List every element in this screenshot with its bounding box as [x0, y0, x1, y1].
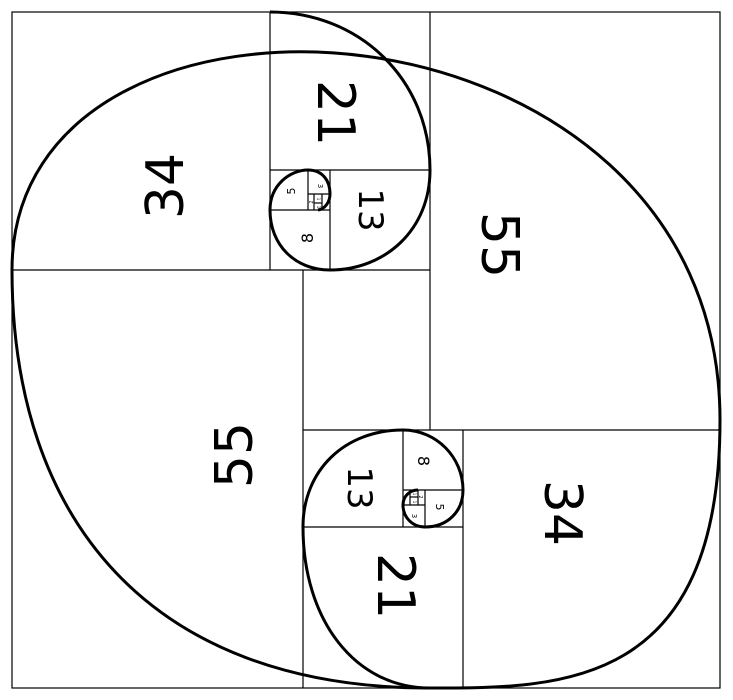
label-34-lower: 34: [532, 480, 592, 546]
label-8-lower: 8: [414, 456, 433, 466]
label-1a-lower: 1: [412, 493, 417, 496]
label-5-upper: 5: [285, 188, 298, 195]
label-34-upper: 34: [136, 153, 196, 219]
spiral-upper: [268, 10, 432, 272]
label-3-lower: 3: [410, 514, 418, 518]
label-13-upper: 13: [350, 188, 390, 231]
label-1b-upper: 1: [316, 206, 321, 209]
label-2-lower: 2: [417, 495, 423, 498]
label-13-lower: 13: [339, 466, 379, 509]
label-1b-lower: 1: [412, 501, 417, 504]
spiral-outer: [10, 50, 722, 690]
label-55-left: 55: [205, 422, 265, 488]
label-21-upper: 21: [305, 80, 365, 146]
outer-frame: [11, 11, 721, 689]
label-5-lower: 5: [433, 504, 446, 511]
label-21-lower: 21: [365, 553, 425, 619]
square-grid: [11, 11, 721, 689]
spiral-lower: [301, 428, 465, 690]
label-55-right: 55: [469, 212, 529, 278]
label-1a-upper: 1: [316, 198, 321, 201]
label-3-upper: 3: [316, 184, 324, 188]
label-8-upper: 8: [298, 233, 317, 243]
label-2-upper: 2: [309, 200, 315, 203]
